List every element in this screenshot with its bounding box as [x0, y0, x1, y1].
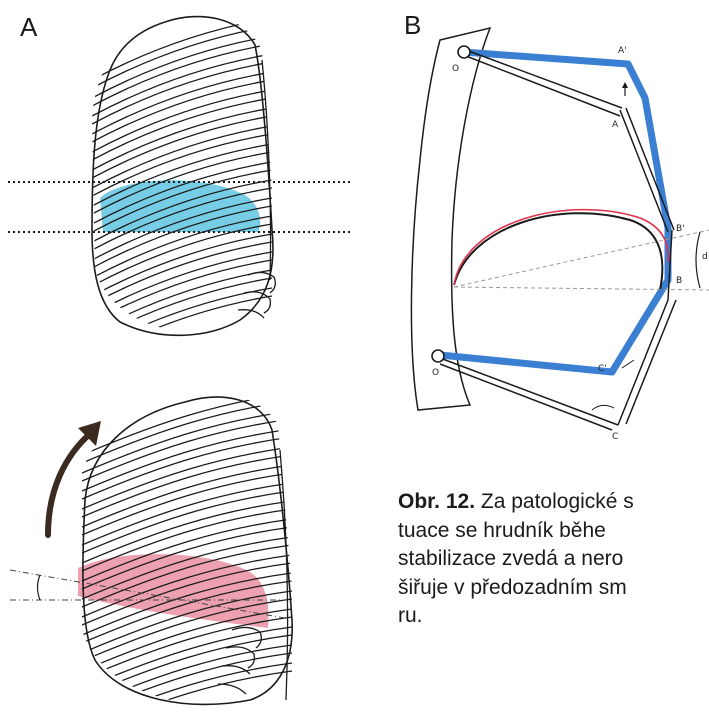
point-label-d: d [702, 252, 708, 262]
point-label-b-prime: B' [676, 224, 685, 234]
rib-line [92, 296, 272, 358]
panel-b-label: B [404, 10, 421, 41]
red-zone [78, 554, 268, 628]
point-label-c: C [612, 432, 618, 442]
point-label-a: A [612, 120, 618, 130]
black-arc [454, 213, 662, 290]
point-label-o-bottom: O [432, 368, 439, 378]
rib-cage-top [8, 17, 352, 358]
rib-line [82, 671, 292, 713]
caption-line-1: Za patologické s [475, 490, 634, 513]
lever-model [411, 28, 709, 430]
point-label-o-top: O [452, 64, 459, 74]
rib-line [82, 663, 292, 713]
rib-line [92, 26, 272, 88]
blue-zone [100, 180, 260, 232]
point-label-c-prime: C' [598, 364, 607, 374]
rotation-arrow-icon [48, 421, 101, 535]
rib-cage-bottom [10, 393, 292, 713]
point-label-b: B [676, 276, 682, 286]
caption-line-5: ru. [398, 604, 423, 627]
spine [238, 60, 275, 318]
red-arc [454, 210, 668, 285]
pivot-top [458, 46, 470, 58]
caption-line-2: tuace se hrudník běhe [398, 519, 606, 542]
pivot-bottom [432, 350, 444, 362]
panel-a-label: A [20, 12, 37, 43]
point-label-a-prime: A' [618, 46, 627, 56]
figure-caption: Obr. 12. Za patologické s tuace se hrudn… [398, 488, 709, 631]
caption-line-4: šiřuje v předozadním sm [398, 576, 627, 599]
rib-line [92, 278, 272, 340]
caption-number: Obr. 12. [398, 490, 475, 513]
caption-line-3: stabilizace zvedá a nero [398, 547, 623, 570]
rib-line [82, 401, 292, 463]
